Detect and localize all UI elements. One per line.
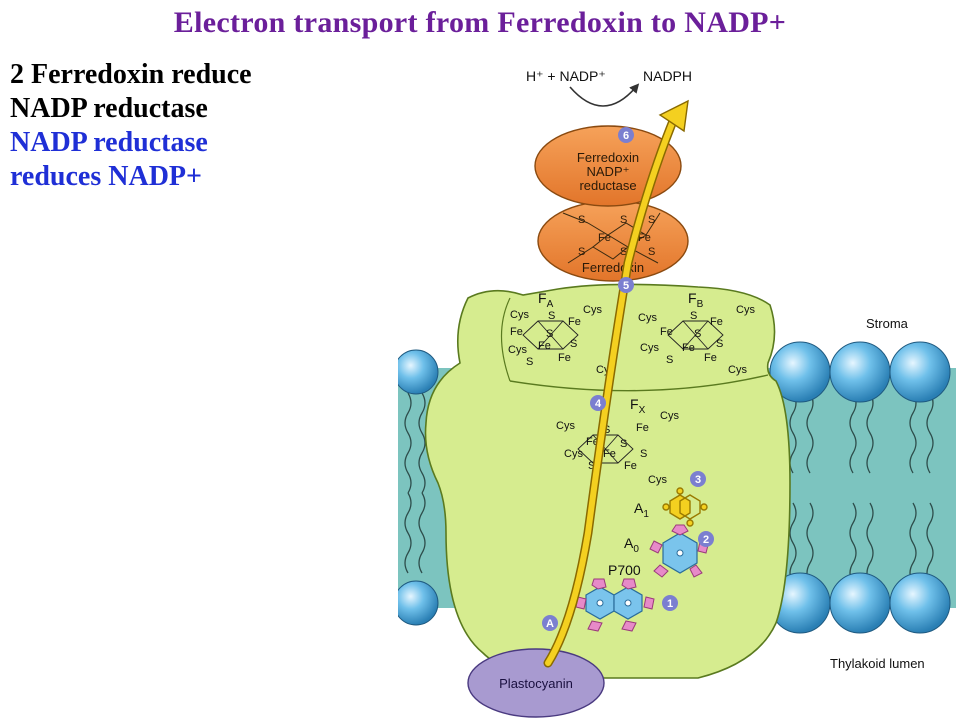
step-1-circle <box>662 595 678 611</box>
step-2-label: 2 <box>703 534 709 546</box>
svg-text:S: S <box>716 338 723 350</box>
svg-text:Cys: Cys <box>510 309 529 321</box>
svg-text:S: S <box>666 354 673 366</box>
a0-label: A0 <box>624 535 639 555</box>
svg-text:Fe: Fe <box>704 352 717 364</box>
svg-text:Fe: Fe <box>638 232 651 244</box>
fnr-label-line-2: NADP⁺ <box>587 164 630 179</box>
bullet-line-2: NADP reductase <box>10 93 208 124</box>
plastocyanin-ellipse <box>467 648 605 718</box>
ferredoxin-atoms: S S S Fe Fe S S S <box>578 214 655 258</box>
step-2-circle <box>698 531 714 547</box>
bullet-list: 2 Ferredoxin reduce NADP reductase NADP … <box>10 58 252 194</box>
svg-text:S: S <box>640 448 647 460</box>
svg-text:S: S <box>588 460 595 472</box>
svg-text:Cys: Cys <box>728 364 747 376</box>
svg-text:Fe: Fe <box>603 448 616 460</box>
svg-text:Fe: Fe <box>660 326 673 338</box>
svg-text:S: S <box>620 246 627 258</box>
fa-atoms: Cys S Fe Fe S Cys Fe S S Fe Cys Cys <box>508 304 615 376</box>
left-lobe-edge <box>500 297 511 382</box>
bullet-line-3: NADP reductase <box>10 127 208 158</box>
svg-text:Fe: Fe <box>624 460 637 472</box>
electron-path-fill <box>545 118 676 666</box>
step-4-label: 4 <box>595 398 602 410</box>
reaction-product: NADPH <box>643 68 692 84</box>
step-4-circle <box>590 395 606 411</box>
svg-text:S: S <box>620 438 627 450</box>
bullet-line-4: reduces NADP+ <box>10 161 202 192</box>
reaction-arrow <box>569 83 640 107</box>
a1-quinone <box>662 487 708 527</box>
svg-text:S: S <box>548 310 555 322</box>
p700-label: P700 <box>608 562 641 578</box>
svg-text:S: S <box>648 246 655 258</box>
svg-text:Fe: Fe <box>598 232 611 244</box>
subunit-divider <box>509 374 769 392</box>
fb-atoms: Cys S Fe Cys Fe S Cys Fe S S Fe Cys <box>638 304 755 376</box>
svg-text:Fe: Fe <box>710 316 723 328</box>
svg-text:Fe: Fe <box>568 316 581 328</box>
stroma-label: Stroma <box>866 316 909 331</box>
svg-text:Cys: Cys <box>648 474 667 486</box>
svg-text:S: S <box>570 338 577 350</box>
svg-text:S: S <box>546 328 553 340</box>
fnr-ellipse <box>534 125 682 207</box>
bullet-line-1: 2 Ferredoxin reduce <box>10 59 252 90</box>
electron-arrowhead <box>658 99 689 133</box>
svg-text:S: S <box>690 310 697 322</box>
photosystem-protein <box>424 283 791 679</box>
p700-chlorophyll-pair <box>575 578 655 632</box>
svg-text:Cys: Cys <box>640 342 659 354</box>
ferredoxin-label: Ferredoxin <box>582 260 644 275</box>
svg-text:S: S <box>578 246 585 258</box>
fx-label: FX <box>630 396 646 416</box>
step-3-label: 3 <box>695 474 701 486</box>
lipid-heads <box>398 341 951 634</box>
fa-label: FA <box>538 290 554 310</box>
a0-chlorophyll <box>649 524 709 578</box>
svg-text:S: S <box>648 214 655 226</box>
svg-text:Cys: Cys <box>638 312 657 324</box>
svg-text:S: S <box>694 328 701 340</box>
lipid-tails <box>404 392 934 584</box>
fnr-label-line-3: reductase <box>579 178 636 193</box>
step-6-circle <box>618 127 634 143</box>
svg-text:Cys: Cys <box>556 420 575 432</box>
fnr-label-line-1: Ferredoxin <box>577 150 639 165</box>
step-5-label: 5 <box>623 280 629 292</box>
svg-text:Cys: Cys <box>564 448 583 460</box>
svg-text:S: S <box>526 356 533 368</box>
plastocyanin-label: Plastocyanin <box>499 676 573 691</box>
slide-title: Electron transport from Ferredoxin to NA… <box>173 6 787 39</box>
svg-text:Fe: Fe <box>510 326 523 338</box>
svg-text:Fe: Fe <box>636 422 649 434</box>
svg-text:Fe: Fe <box>682 342 695 354</box>
step-a-label: A <box>546 618 554 630</box>
a1-label: A1 <box>634 500 649 520</box>
svg-text:Cys: Cys <box>736 304 755 316</box>
svg-text:S: S <box>620 214 627 226</box>
svg-text:Cys: Cys <box>583 304 602 316</box>
step-a-circle <box>542 615 558 631</box>
photosystem-figure: S S S Fe Fe S S S Ferredoxin Ferredoxin … <box>398 63 956 718</box>
step-5-circle <box>618 277 634 293</box>
reaction-reactants: H⁺ + NADP⁺ <box>526 68 606 84</box>
fb-label: FB <box>688 290 704 310</box>
svg-text:Fe: Fe <box>538 340 551 352</box>
svg-text:S: S <box>578 214 585 226</box>
step-6-label: 6 <box>623 130 629 142</box>
step-1-label: 1 <box>667 598 673 610</box>
svg-text:Fe: Fe <box>558 352 571 364</box>
svg-text:Cys: Cys <box>660 410 679 422</box>
step-3-circle <box>690 471 706 487</box>
svg-text:Cys: Cys <box>508 344 527 356</box>
thylakoid-lumen-label: Thylakoid lumen <box>830 656 925 671</box>
step-markers: 6 5 4 3 2 1 A <box>542 127 714 631</box>
